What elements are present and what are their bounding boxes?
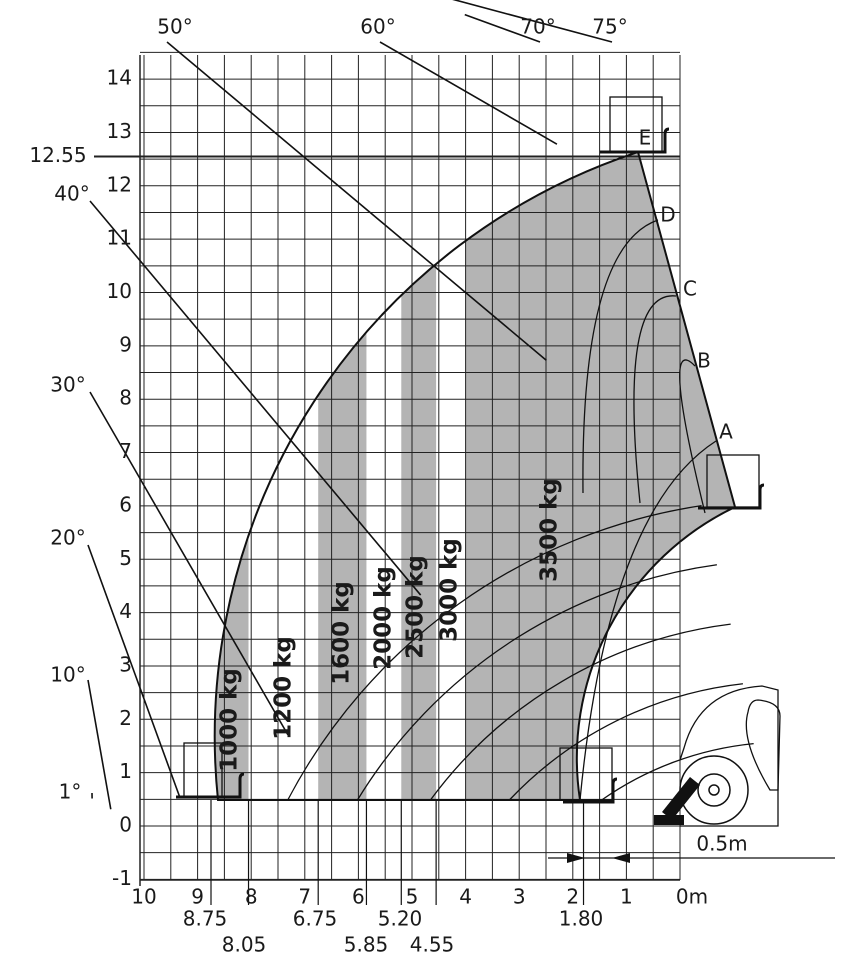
outreach-label-4.55: 4.55 [410,933,455,957]
angle-line-50 [166,41,547,361]
load-label-2500-kg: 2500 kg [403,555,429,659]
y-tick-label: 2 [119,706,132,730]
angle-line-70 [464,13,541,43]
outreach-label-1.80: 1.80 [559,907,604,931]
x-tick-label: 1 [620,885,633,909]
envelope-boundary [213,150,737,801]
machine-wheel-axle [708,784,720,796]
machine-wheel-hub [697,773,731,807]
machine-outline [183,96,835,863]
x-tick-label: 3 [513,885,526,909]
y-tick-label: 7 [119,439,132,463]
x-tick-label: 6 [352,885,365,909]
load-label-1600-kg: 1600 kg [329,581,355,685]
y-tick-label: 0 [119,813,132,837]
extension-label-B: B [697,349,711,373]
y-tick-label: 14 [107,66,132,90]
y-tick-label: 3 [119,652,132,676]
extension-arcs [287,219,754,801]
y-tick-label: 8 [119,386,132,410]
extension-radius-arc [429,623,731,801]
x-tick-label: 8 [245,885,258,909]
outreach-label-5.20: 5.20 [378,907,423,931]
outreach-label-5.85: 5.85 [344,933,389,957]
angle-line-75 [452,0,613,43]
angle-label-30: 30° [50,373,85,397]
extension-radius-arc [601,742,754,801]
angle-label-60: 60° [360,15,395,39]
load-label-1000-kg: 1000 kg [217,668,243,772]
extension-label-A: A [719,420,733,444]
y-tick-label: 10 [107,279,132,303]
extension-radius-arc [356,564,717,801]
load-label-1200-kg: 1200 kg [271,636,297,740]
max-height-label: 12.55 [29,143,86,167]
offset-arrow-right [612,853,630,863]
load-label-2000-kg: 2000 kg [371,566,397,670]
outreach-label-8.75: 8.75 [183,907,228,931]
outreach-label-8.05: 8.05 [222,933,267,957]
extension-label-D: D [660,203,675,227]
extension-arc-A [579,440,717,801]
x-tick-label: 4 [459,885,472,909]
angle-line-20 [87,544,181,798]
machine-counterweight [654,815,684,825]
x-tick-label: 9 [191,885,204,909]
load-band-2000-kg [366,152,402,800]
angle-line-30 [89,391,289,736]
y-tick-label: -1 [112,866,132,890]
extension-arc-D [582,219,659,494]
x-tick-label: 5 [406,885,419,909]
y-tick-label: 6 [119,492,132,516]
y-tick-label: 11 [107,226,132,250]
x-tick-label: 7 [298,885,311,909]
forks-max-height-fork [600,127,670,154]
extension-radius-arc [508,683,743,801]
boom-angle-lines [87,0,613,905]
angle-line-40 [89,200,422,596]
angle-label-10: 10° [50,663,85,687]
x-tick-label: 0m [676,885,708,909]
load-label-3000-kg: 3000 kg [437,538,463,642]
angle-line-10 [87,679,112,810]
y-tick-label: 12 [107,172,132,196]
forks-max-height-pallet [609,96,663,153]
outreach-label-6.75: 6.75 [293,907,338,931]
y-tick-label: 4 [119,599,132,623]
x-tick-label: 10 [131,885,156,909]
forks-a-fork [698,483,765,510]
angle-label-50: 50° [157,15,192,39]
y-tick-label: 1 [119,759,132,783]
machine-boom-stub [662,777,700,820]
x-tick-label: 2 [566,885,579,909]
extension-label-C: C [683,277,697,301]
angle-label-20: 20° [50,526,85,550]
y-tick-label: 5 [119,546,132,570]
extension-arc-B [679,359,706,514]
offset-label: 0.5m [696,832,747,856]
angle-line-60 [379,41,558,145]
y-tick-label: 9 [119,332,132,356]
angle-label-40: 40° [54,182,89,206]
machine-window [745,699,781,791]
forks-ground-near-pallet [559,747,613,801]
forks-ground-far-fork [188,772,245,799]
offset-arrow-left [567,853,585,863]
extension-radius-arc [287,505,702,801]
angle-label-70: 70° [520,15,555,39]
y-tick-label: 13 [107,119,132,143]
envelope-shading [214,152,735,800]
forks-ground-near-fork [563,777,618,804]
extension-arc-C [633,295,677,504]
machine-body [679,685,779,827]
angle-label-75: 75° [592,15,627,39]
load-label-3500-kg: 3500 kg [537,478,563,582]
extension-label-E: E [639,126,652,150]
angle-label-1: 1° [59,780,82,804]
